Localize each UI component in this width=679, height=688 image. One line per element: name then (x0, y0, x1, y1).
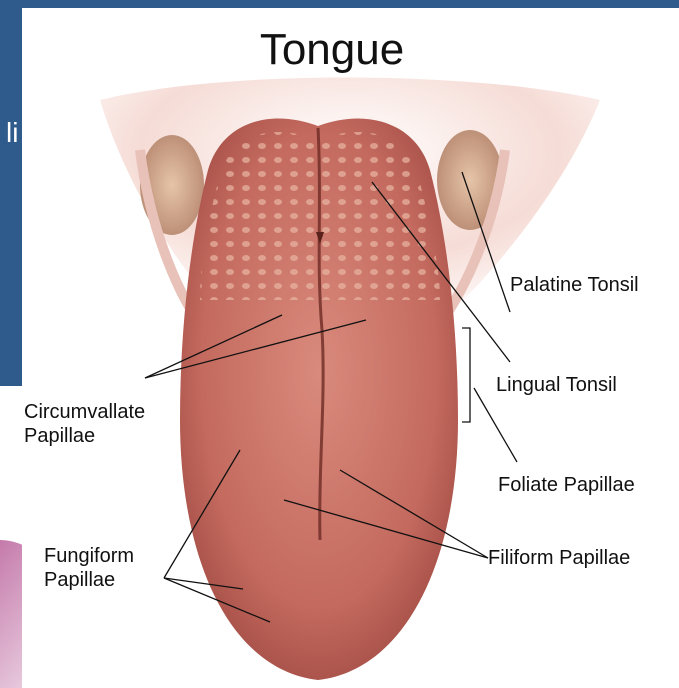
diagram-title: Tongue (260, 25, 404, 74)
label-palatine-tonsil: Palatine Tonsil (510, 274, 639, 296)
label-circumvallate-line2: Papillae (24, 425, 95, 447)
label-foliate-papillae: Foliate Papillae (498, 474, 635, 496)
label-circumvallate-line1: Circumvallate (24, 401, 145, 423)
label-fungiform-line1: Fungiform (44, 545, 134, 567)
label-filiform-papillae: Filiform Papillae (488, 547, 630, 569)
label-fungiform-line2: Papillae (44, 569, 115, 591)
label-lingual-tonsil: Lingual Tonsil (496, 374, 617, 396)
